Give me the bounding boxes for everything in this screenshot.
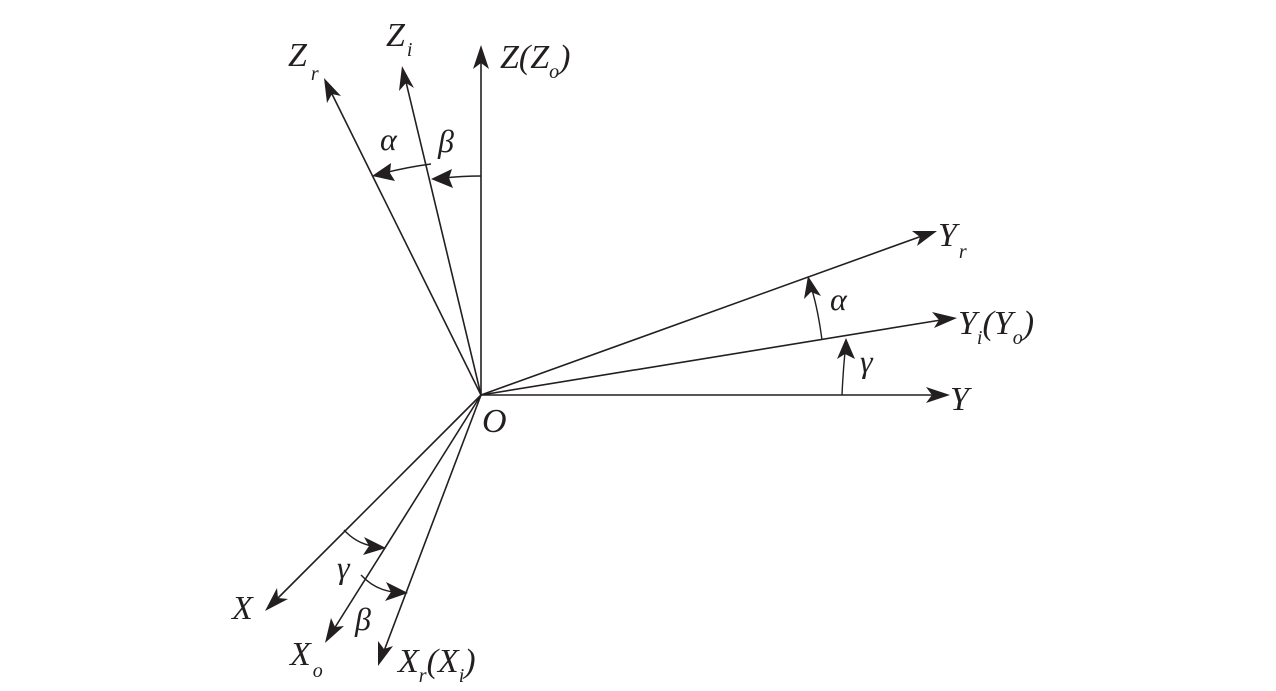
- zr-axis-line: [330, 91, 482, 396]
- axis-arrowheads: [265, 45, 957, 666]
- zi-arrowhead-icon: [399, 66, 414, 91]
- gamma-y-arc: [841, 351, 846, 396]
- xo-axis-line: [333, 394, 482, 630]
- beta-z-arrowhead-icon: [431, 169, 453, 188]
- x-axis-line: [275, 394, 482, 601]
- yr-arrowhead-icon: [912, 231, 937, 246]
- yi-axis-line: [480, 319, 942, 396]
- yr-axis-line: [480, 235, 923, 396]
- z-arrowhead-icon: [473, 45, 489, 69]
- xr-arrowhead-icon: [378, 641, 393, 666]
- zr-arrowhead-icon: [324, 78, 341, 103]
- alpha-y-arc: [811, 289, 823, 341]
- x-arrowhead-icon: [265, 588, 288, 611]
- beta-x-label: β: [354, 601, 371, 637]
- zi-axis-line: [405, 81, 482, 396]
- angle-arcs: [343, 163, 855, 601]
- gamma-y-arrowhead-icon: [837, 338, 855, 359]
- x-axis-label: X: [230, 590, 254, 627]
- origin-label: O: [482, 403, 507, 440]
- xr-axis-line: [383, 394, 482, 652]
- gamma-x-arrowhead-icon: [363, 537, 386, 555]
- alpha-z-label: α: [380, 121, 398, 157]
- axes: [275, 62, 942, 652]
- alpha-z-arc: [383, 163, 432, 174]
- y-arrowhead-icon: [926, 387, 950, 403]
- gamma-x-label: γ: [337, 549, 351, 585]
- alpha-y-arrowhead-icon: [804, 276, 821, 299]
- beta-z-label: β: [437, 123, 454, 159]
- y-axis-label: Y: [950, 381, 972, 418]
- xo-arrowhead-icon: [325, 618, 344, 643]
- xr-axis-label: Xr(Xi): [396, 643, 476, 687]
- gamma-y-label: γ: [860, 343, 874, 379]
- alpha-y-label: α: [830, 281, 848, 317]
- beta-x-arrowhead-icon: [385, 582, 408, 601]
- yi-axis-label: Yi(Yo): [958, 305, 1034, 349]
- alpha-z-arrowhead-icon: [372, 163, 395, 181]
- z-axis-label: Z(Zo): [500, 39, 571, 83]
- yi-arrowhead-icon: [932, 312, 957, 328]
